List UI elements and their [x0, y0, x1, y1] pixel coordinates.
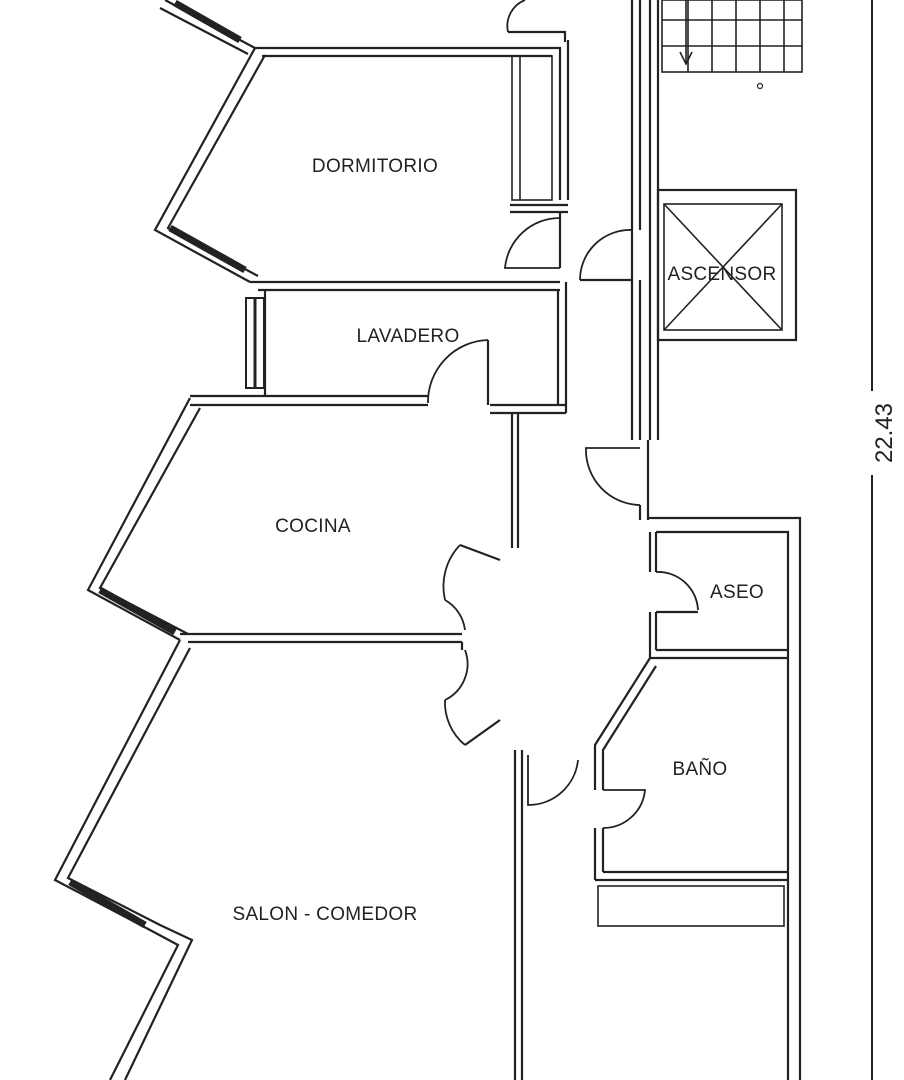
room-aseo: [648, 516, 802, 1080]
door-corridor-lower: [527, 755, 579, 806]
label-cocina: COCINA: [275, 516, 351, 537]
label-lavadero: LAVADERO: [356, 326, 459, 347]
label-dormitorio: DORMITORIO: [312, 156, 438, 177]
windows: [68, 0, 265, 929]
room-bano: [593, 657, 788, 927]
dimension-height-label: 22.43: [871, 403, 898, 463]
door-bano: [602, 789, 646, 829]
door-stair: [579, 229, 634, 282]
label-ascensor: ASCENSOR: [667, 264, 776, 285]
door-dormitorio: [504, 212, 562, 269]
label-aseo: ASEO: [710, 582, 764, 603]
corridor-walls: [180, 413, 520, 644]
room-ascensor: [656, 188, 798, 342]
room-lavadero: [190, 282, 568, 415]
door-cocina: [442, 543, 501, 631]
room-salon: [460, 642, 524, 1080]
label-salon: SALON - COMEDOR: [232, 904, 417, 925]
exterior-walls: [53, 0, 266, 1080]
door-entry: [585, 440, 650, 520]
label-bano: BAÑO: [672, 758, 727, 780]
door-salon: [444, 649, 501, 746]
room-dormitorio: [250, 40, 570, 292]
door-dormitorio-top: [506, 0, 567, 42]
door-lavadero: [427, 339, 490, 405]
door-aseo: [655, 571, 699, 614]
